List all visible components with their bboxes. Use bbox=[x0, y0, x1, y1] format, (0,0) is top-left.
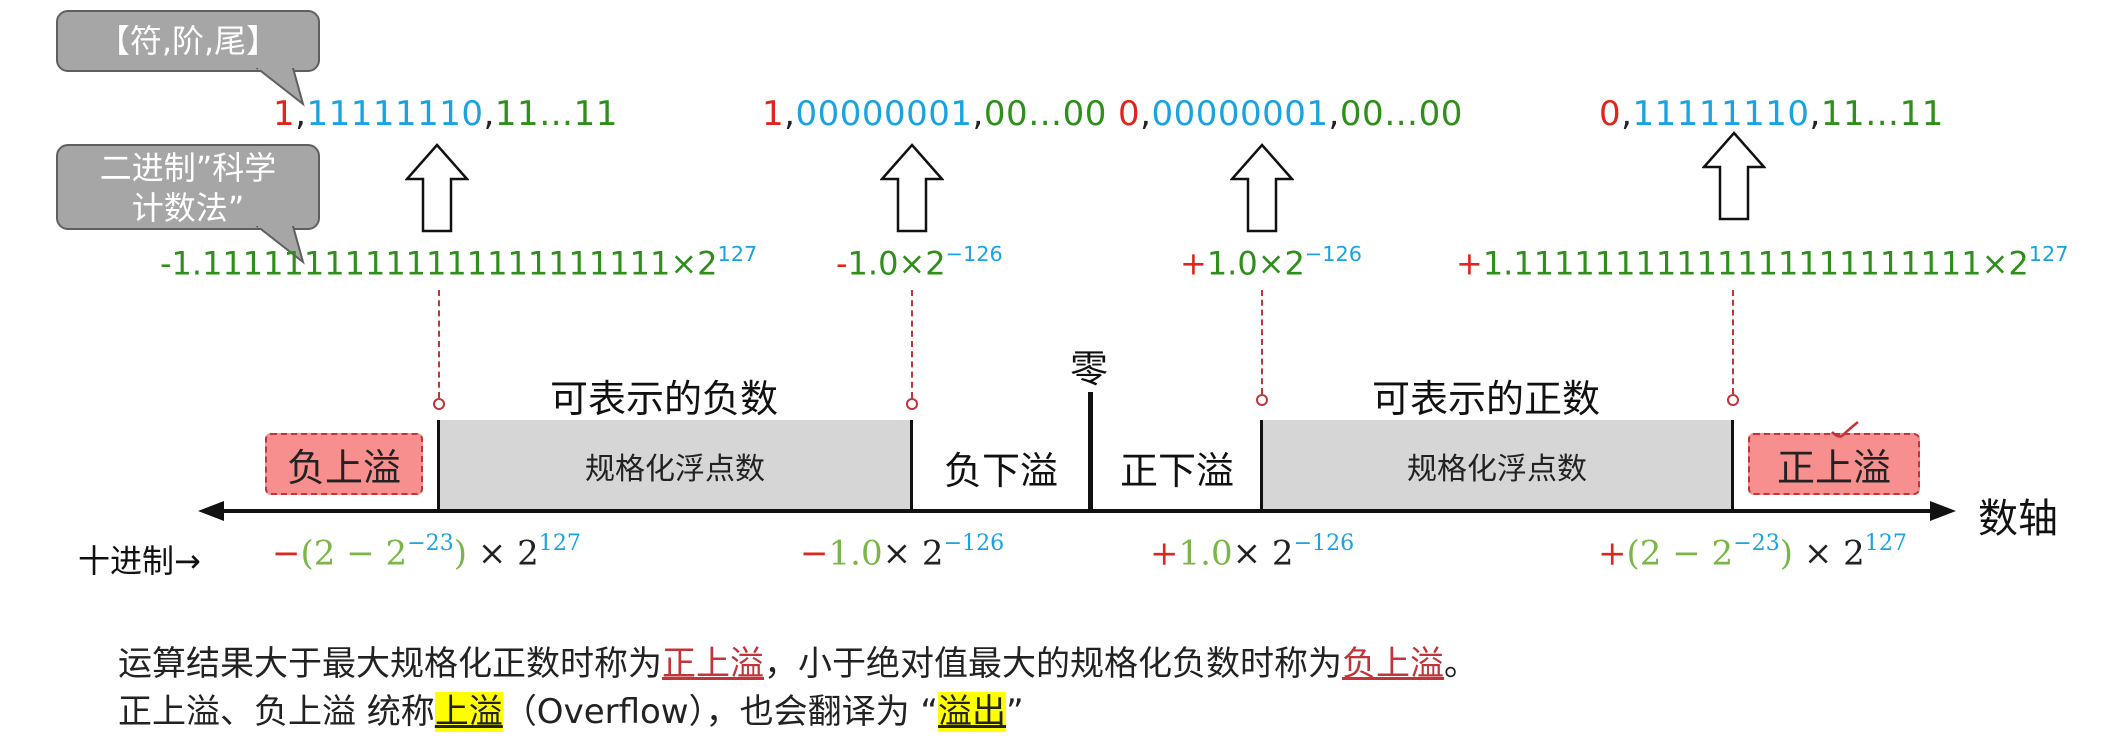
pos-normalized-band: 规格化浮点数 bbox=[1263, 420, 1731, 512]
neg-underflow-label: 负下溢 bbox=[943, 449, 1058, 493]
bits-pos-max: 0,11111110,11…11 bbox=[1599, 94, 1944, 134]
term-positive-overflow: 正上溢 bbox=[662, 644, 764, 684]
format-callout: 【符,阶,尾】 bbox=[56, 10, 320, 72]
check-mark-icon bbox=[1831, 421, 1859, 438]
format-callout-text: 【符,阶,尾】 bbox=[97, 22, 279, 60]
boundary-line bbox=[1731, 420, 1734, 512]
mantissa-bits: 00…00 bbox=[1339, 94, 1463, 134]
pos-region-label: 可表示的正数 bbox=[1372, 377, 1601, 421]
boundary-line bbox=[910, 420, 913, 512]
mantissa-bits: 11…11 bbox=[1820, 94, 1944, 134]
explanation-line-2: 正上溢、负上溢 统称上溢（Overflow），也会翻译为 “溢出” bbox=[118, 692, 1024, 732]
bits-pos-min: 0,00000001,00…00 bbox=[1118, 94, 1463, 134]
pos-overflow-box: 正上溢 bbox=[1748, 433, 1920, 495]
guide-line bbox=[1732, 290, 1734, 394]
guide-line bbox=[911, 290, 913, 398]
sign-bit: 1 bbox=[762, 94, 785, 134]
sci-callout-line2: 计数法” bbox=[131, 189, 245, 227]
decimal-pos-max: +(2 − 2−23) × 2127 bbox=[1598, 529, 1907, 574]
decimal-label: 十进制→ bbox=[78, 542, 201, 580]
guide-line bbox=[1261, 290, 1263, 394]
sci-pos-max: +1.11111111111111111111111×2127 bbox=[1456, 241, 2069, 283]
zero-label: 零 bbox=[1070, 347, 1109, 391]
decimal-neg-min: −1.0× 2−126 bbox=[800, 529, 1005, 574]
format-callout-tail bbox=[255, 68, 305, 107]
sci-pos-min: +1.0×2−126 bbox=[1180, 241, 1362, 283]
decimal-neg-max: −(2 − 2−23) × 2127 bbox=[272, 529, 581, 574]
exponent-bits: 11111110 bbox=[306, 94, 484, 134]
neg-normalized-band: 规格化浮点数 bbox=[440, 420, 910, 512]
sci-neg-min: -1.0×2−126 bbox=[836, 241, 1003, 283]
neg-region-label: 可表示的负数 bbox=[550, 377, 779, 421]
sign-bit: 0 bbox=[1599, 94, 1622, 134]
guide-marker bbox=[433, 398, 445, 410]
mantissa-bits: 00…00 bbox=[983, 94, 1107, 134]
bits-neg-min: 1,00000001,00…00 bbox=[762, 94, 1107, 134]
up-arrow-icon bbox=[405, 143, 469, 233]
term-overflow-highlight: 上溢 bbox=[434, 692, 503, 732]
sci-callout-tail bbox=[255, 226, 305, 265]
pos-underflow-label: 正下溢 bbox=[1119, 449, 1234, 493]
term-negative-overflow: 负上溢 bbox=[1342, 644, 1444, 684]
guide-marker bbox=[1256, 394, 1268, 406]
sign-bit: 0 bbox=[1118, 94, 1141, 134]
sci-neg-max: -1.11111111111111111111111×2127 bbox=[160, 241, 758, 283]
zero-line bbox=[1088, 392, 1093, 512]
number-axis bbox=[198, 501, 1956, 521]
mantissa-bits: 11…11 bbox=[494, 94, 618, 134]
boundary-line bbox=[437, 420, 440, 512]
up-arrow-icon bbox=[1230, 143, 1294, 233]
bits-neg-max: 1,11111110,11…11 bbox=[273, 94, 618, 134]
decimal-pos-min: +1.0× 2−126 bbox=[1150, 529, 1355, 574]
up-arrow-icon bbox=[880, 143, 944, 233]
guide-line bbox=[438, 290, 440, 398]
exponent-bits: 11111110 bbox=[1632, 94, 1810, 134]
term-spill-highlight: 溢出 bbox=[938, 692, 1007, 732]
guide-marker bbox=[1727, 394, 1739, 406]
exponent-bits: 00000001 bbox=[1151, 94, 1329, 134]
boundary-line bbox=[1260, 420, 1263, 512]
exponent-bits: 00000001 bbox=[795, 94, 973, 134]
explanation-line-1: 运算结果大于最大规格化正数时称为正上溢，小于绝对值最大的规格化负数时称为负上溢。 bbox=[118, 644, 1478, 684]
up-arrow-icon bbox=[1702, 131, 1766, 221]
sign-bit: 1 bbox=[273, 94, 296, 134]
neg-overflow-box: 负上溢 bbox=[265, 433, 423, 495]
sci-callout-line1: 二进制”科学 bbox=[99, 149, 277, 187]
guide-marker bbox=[906, 398, 918, 410]
axis-label: 数轴 bbox=[1978, 496, 2058, 542]
sci-callout: 二进制”科学 计数法” bbox=[56, 144, 320, 230]
